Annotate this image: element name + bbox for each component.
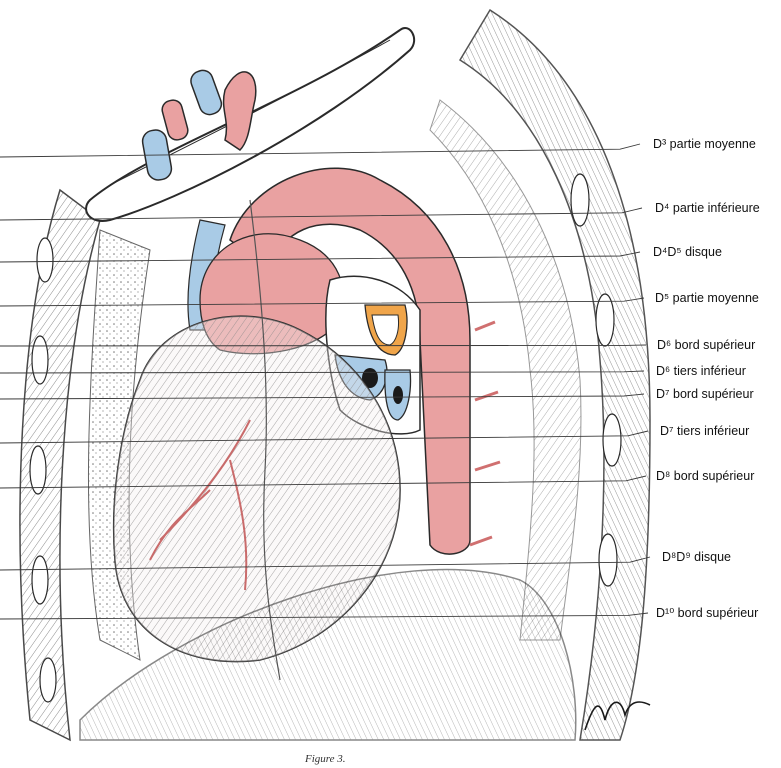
level-label: D⁵ partie moyenne: [655, 291, 759, 305]
level-line: [0, 251, 641, 263]
level-line: [0, 297, 645, 307]
level-line: [0, 370, 645, 374]
level-line: [0, 393, 645, 400]
aorta: [229, 167, 471, 555]
level-label: D⁶ bord supérieur: [657, 338, 755, 352]
level-label: D⁴ partie inférieure: [655, 201, 760, 215]
level-label: D³ partie moyenne: [653, 137, 756, 151]
level-label: D⁷ bord supérieur: [656, 387, 754, 401]
level-line: [0, 556, 651, 571]
figure-caption: Figure 3.: [304, 753, 346, 765]
diaphragm: [79, 568, 577, 741]
level-line: [0, 430, 649, 444]
lung: [87, 99, 582, 661]
artist-signature: [584, 701, 651, 731]
level-label: D⁸D⁹ disque: [662, 550, 731, 564]
coronary-vessels: [149, 419, 251, 591]
intercostal-arteries: [469, 320, 501, 547]
level-line: [0, 344, 647, 347]
level-line: [0, 475, 647, 489]
vertebral-levels: D³ partie moyenne D⁴ partie inférieureD⁴D…: [0, 137, 760, 620]
level-label: D⁷ tiers inférieur: [660, 424, 749, 438]
level-line: [0, 207, 643, 221]
level-label: D⁸ bord supérieur: [656, 469, 754, 483]
level-label: D⁴D⁵ disque: [653, 245, 722, 259]
level-label: D⁶ tiers inférieur: [656, 364, 746, 378]
level-line: [0, 612, 649, 620]
thoracic-wall: [19, 8, 651, 742]
level-label: D¹⁰ bord supérieur: [656, 606, 758, 620]
level-line: [0, 143, 641, 158]
neck-vessels: [141, 69, 257, 181]
